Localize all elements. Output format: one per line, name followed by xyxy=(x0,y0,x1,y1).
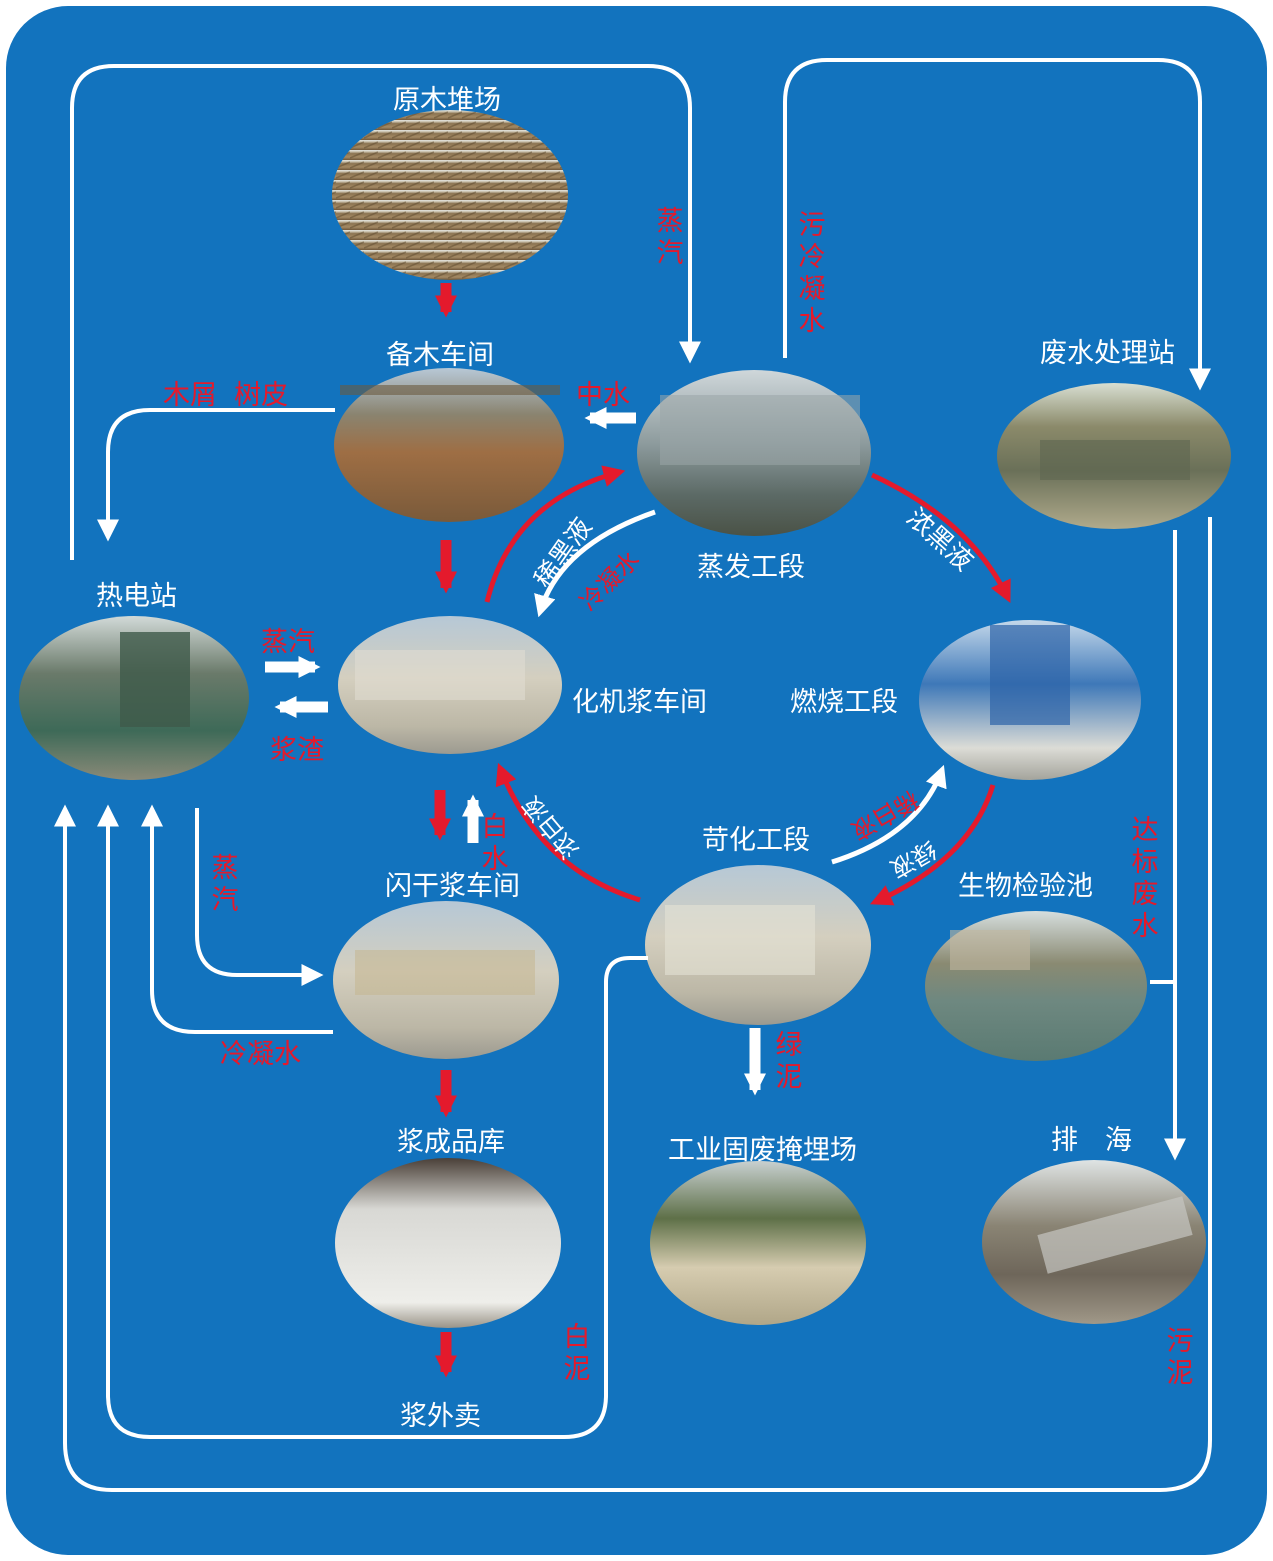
label-evaporation: 蒸发工段 xyxy=(697,552,805,583)
label-white-liquor-a: 浓白液 xyxy=(517,791,585,864)
label-log-yard: 原木堆场 xyxy=(393,85,501,116)
flow-line-steam-top xyxy=(70,64,701,560)
curve-strong-black-liquor xyxy=(870,472,1011,603)
photo-causticizing xyxy=(645,865,871,1025)
curve-weak-white-liquor xyxy=(831,764,947,865)
curve-white-liquor xyxy=(495,762,641,903)
label-reclaimed-water: 中水 xyxy=(576,380,630,411)
label-compliant-wastewater: 达标废水 xyxy=(1131,815,1159,942)
label-sea-discharge: 排 海 xyxy=(1051,1125,1132,1156)
photo-wastewater-station xyxy=(997,383,1231,529)
label-green-liquor: 绿液 xyxy=(885,835,941,883)
label-green-mud: 绿泥 xyxy=(775,1030,803,1093)
curve-condensate-evap xyxy=(534,509,656,618)
label-foul-condensate: 污冷凝水 xyxy=(798,210,826,337)
photo-flash-drying xyxy=(333,901,559,1059)
photo-landfill xyxy=(650,1161,866,1325)
flow-line-foul-condensate xyxy=(783,58,1211,391)
label-sludge: 污泥 xyxy=(1166,1326,1194,1389)
photo-power-plant xyxy=(19,616,249,780)
flow-line-sludge xyxy=(54,517,1212,1492)
photo-combustion xyxy=(919,620,1141,780)
label-wastewater-station: 废水处理站 xyxy=(1040,338,1175,369)
curve-green-liquor xyxy=(869,784,996,906)
label-bio-pond: 生物检验池 xyxy=(958,871,1093,902)
label-pulp-mill: 化机浆车间 xyxy=(572,687,707,718)
label-combustion: 燃烧工段 xyxy=(790,687,898,718)
label-power-plant: 热电站 xyxy=(96,581,177,612)
label-pulp-residue: 浆渣 xyxy=(270,735,324,766)
curve-weak-black-liquor xyxy=(484,465,626,603)
flow-line-steam-lower xyxy=(195,808,324,986)
photo-wood-prep xyxy=(334,368,564,522)
label-steam-lower: 蒸汽 xyxy=(211,853,239,916)
label-lime-mud: 白泥 xyxy=(563,1322,591,1385)
flow-line-lime-mud xyxy=(97,804,648,1439)
label-causticizing: 苛化工段 xyxy=(702,825,810,856)
label-flash-drying: 闪干浆车间 xyxy=(385,871,520,902)
flow-line-condensate-lower xyxy=(141,804,333,1034)
photo-pulp-mill xyxy=(338,616,562,754)
label-condensate-lower: 冷凝水 xyxy=(220,1039,301,1070)
label-pulp-sale: 浆外卖 xyxy=(400,1401,481,1432)
label-condensate-evap: 冷凝水 xyxy=(574,546,645,617)
photo-pulp-store xyxy=(335,1158,561,1328)
photo-evaporation xyxy=(637,370,871,536)
label-steam-top: 蒸汽 xyxy=(656,206,684,269)
photo-bio-pond xyxy=(925,911,1147,1061)
label-white-water: 白水 xyxy=(481,812,509,875)
flow-line-wood-bark xyxy=(97,408,335,542)
label-steam-mid: 蒸汽 xyxy=(261,627,315,658)
label-landfill: 工业固废掩埋场 xyxy=(668,1135,857,1166)
label-pulp-store: 浆成品库 xyxy=(397,1127,505,1158)
label-wood-bark: 木屑 树皮 xyxy=(163,380,289,411)
photo-sea-discharge xyxy=(982,1160,1206,1324)
label-wood-prep: 备木车间 xyxy=(386,340,494,371)
photo-log-yard xyxy=(332,110,568,280)
